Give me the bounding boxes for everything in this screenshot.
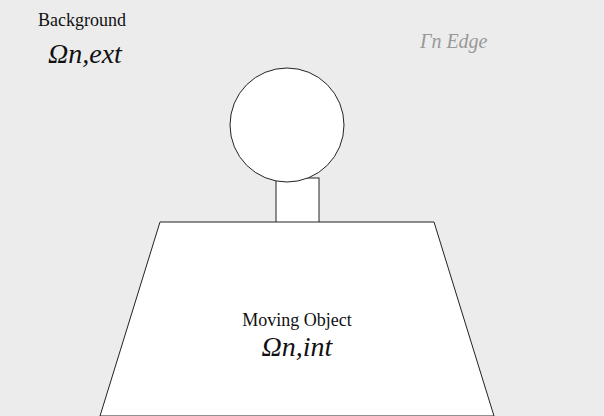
- region-symbol: Ωn,int: [262, 331, 333, 363]
- edge-label: Γn Edge: [420, 30, 487, 53]
- body-shape: [100, 222, 494, 416]
- object-region: Moving ObjectΩn,int: [100, 222, 494, 416]
- region-name: Moving Object: [242, 310, 352, 331]
- region-symbol: Ωn,ext: [48, 38, 122, 70]
- head-circle: [230, 68, 344, 182]
- neck-shape: [276, 178, 319, 224]
- region-name: Background: [38, 10, 126, 31]
